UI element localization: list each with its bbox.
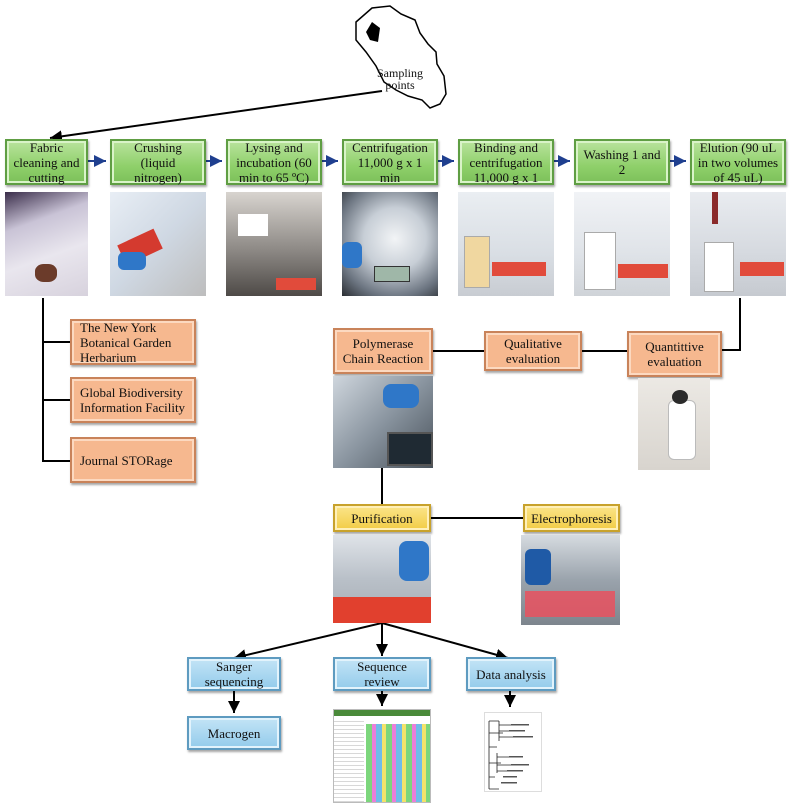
photo-fabric-cleaning xyxy=(5,192,88,296)
step-fabric-cleaning: Fabric cleaning and cutting xyxy=(5,139,88,185)
photo-centrifugation xyxy=(342,192,438,296)
qualitative-evaluation-box: Qualitative evaluation xyxy=(484,331,582,371)
step-binding: Binding and centrifugation 11,000 g x 1 xyxy=(458,139,554,185)
photo-crushing xyxy=(110,192,206,296)
sampling-points-label: Sampling points xyxy=(376,66,423,92)
pcr-box: Polymerase Chain Reaction xyxy=(333,328,433,374)
step-centrifugation: Centrifugation 11,000 g x 1 min xyxy=(342,139,438,185)
sanger-sequencing-box: Sanger sequencing xyxy=(187,657,281,691)
repo-gbif: Global Biodiversity Information Facility xyxy=(70,377,196,423)
photo-electrophoresis xyxy=(521,535,620,625)
repository-bracket xyxy=(42,298,70,462)
photo-quantitative xyxy=(638,378,710,470)
photo-pcr xyxy=(333,376,433,468)
macrogen-box: Macrogen xyxy=(187,716,281,750)
quantitative-evaluation-box: Quantittive evaluation xyxy=(627,331,722,377)
step-lysing: Lysing and incubation (60 min to 65 ºC) xyxy=(226,139,322,185)
arrow-map-to-cleaning xyxy=(49,90,383,143)
photo-washing xyxy=(574,192,670,296)
repo-nybg-herbarium: The New York Botanical Garden Herbarium xyxy=(70,319,196,365)
step-washing: Washing 1 and 2 xyxy=(574,139,670,185)
photo-binding xyxy=(458,192,554,296)
photo-purification xyxy=(333,535,431,623)
photo-elution xyxy=(690,192,786,296)
photo-lysing xyxy=(226,192,322,296)
photo-sequence-review xyxy=(333,709,431,803)
sequence-review-box: Sequence review xyxy=(333,657,431,691)
step-elution: Elution (90 uL in two volumes of 45 uL) xyxy=(690,139,786,185)
line-elution-quant xyxy=(722,298,741,351)
purification-box: Purification xyxy=(333,504,431,532)
sampling-region-marker xyxy=(366,22,380,42)
step-crushing: Crushing (liquid nitrogen) xyxy=(110,139,206,185)
repo-jstor: Journal STORage xyxy=(70,437,196,483)
data-analysis-box: Data analysis xyxy=(466,657,556,691)
electrophoresis-box: Electrophoresis xyxy=(523,504,620,532)
photo-data-analysis-tree xyxy=(484,712,542,792)
